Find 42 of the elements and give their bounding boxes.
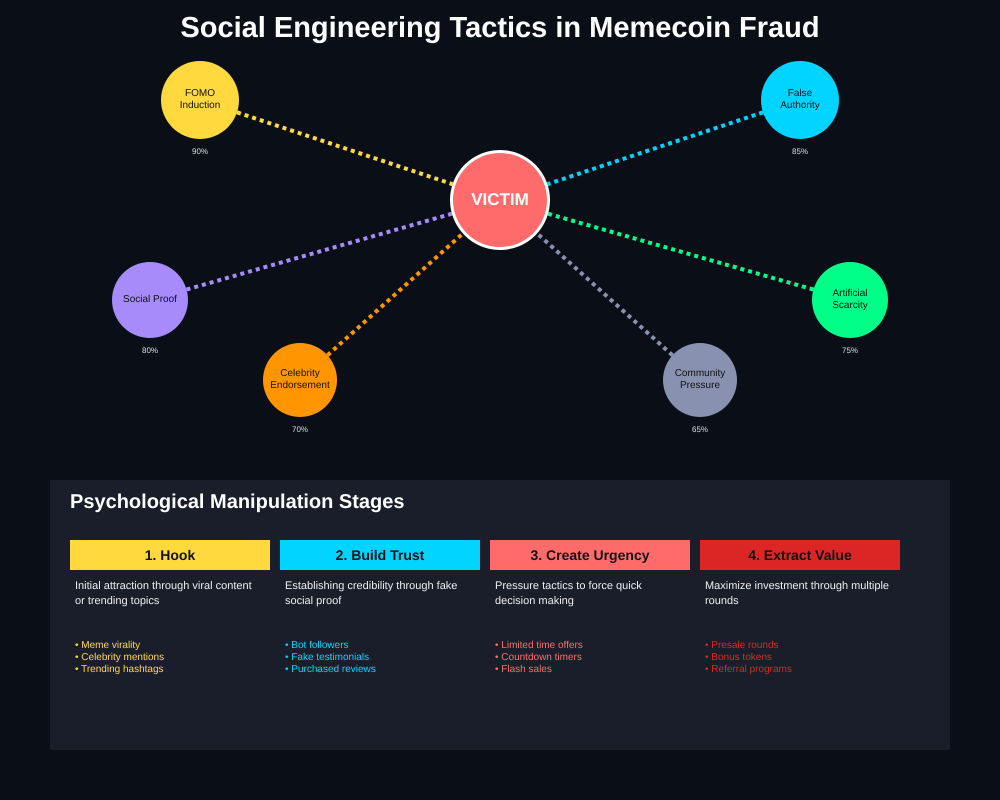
- diagram-title: Social Engineering Tactics in Memecoin Fraud: [179, 12, 821, 45]
- stage-description: Initial attraction through viral content or trending topics: [75, 579, 253, 609]
- tactic-circle: Artificial Scarcity: [812, 262, 888, 338]
- tactic-circle: Social Proof: [112, 262, 188, 338]
- tactic-circle: FOMO Induction: [161, 61, 239, 139]
- stage-header: 4. Extract Value: [700, 540, 900, 570]
- bullet-item: • Bot followers: [285, 640, 349, 652]
- bullet-item: • Purchased reviews: [285, 664, 376, 676]
- percentage-label: 75%: [842, 346, 858, 355]
- stage-description: Maximize investment through multiple rounds: [705, 579, 890, 609]
- percentage-label: 85%: [792, 147, 808, 156]
- bullet-item: • Flash sales: [495, 664, 552, 676]
- bullet-item: • Presale rounds: [705, 640, 779, 652]
- percentage-label: 90%: [192, 147, 208, 156]
- stage-description: Pressure tactics to force quick decision making: [495, 579, 643, 609]
- dashed-connector: [548, 212, 814, 292]
- dashed-connector: [186, 212, 452, 292]
- tactic-circle: Community Pressure: [663, 343, 737, 417]
- stage-description: Establishing credibility through fake social proof: [285, 579, 458, 609]
- bullet-item: • Fake testimonials: [285, 652, 370, 664]
- percentage-label: 70%: [292, 425, 308, 434]
- percentage-label: 80%: [142, 346, 158, 355]
- bullet-item: • Countdown timers: [495, 652, 582, 664]
- bullet-item: • Meme virality: [75, 640, 140, 652]
- dashed-connector: [236, 110, 454, 186]
- bullet-item: • Trending hashtags: [75, 664, 164, 676]
- bullet-item: • Limited time offers: [495, 640, 583, 652]
- dashed-connector: [546, 110, 764, 186]
- dashed-connector: [536, 232, 674, 357]
- panel-heading: Psychological Manipulation Stages: [70, 491, 405, 514]
- percentage-label: 65%: [692, 425, 708, 434]
- stage-header: 3. Create Urgency: [490, 540, 690, 570]
- bullet-item: • Referral programs: [705, 664, 792, 676]
- bullet-item: • Bonus tokens: [705, 652, 772, 664]
- stage-header: 2. Build Trust: [280, 540, 480, 570]
- bullet-item: • Celebrity mentions: [75, 652, 164, 664]
- tactic-circle: False Authority: [761, 61, 839, 139]
- tactic-circle: Celebrity Endorsement: [263, 343, 337, 417]
- victim-circle: VICTIM: [450, 150, 550, 250]
- dashed-connector: [326, 232, 464, 357]
- stage-header: 1. Hook: [70, 540, 270, 570]
- stages-panel: [50, 480, 950, 750]
